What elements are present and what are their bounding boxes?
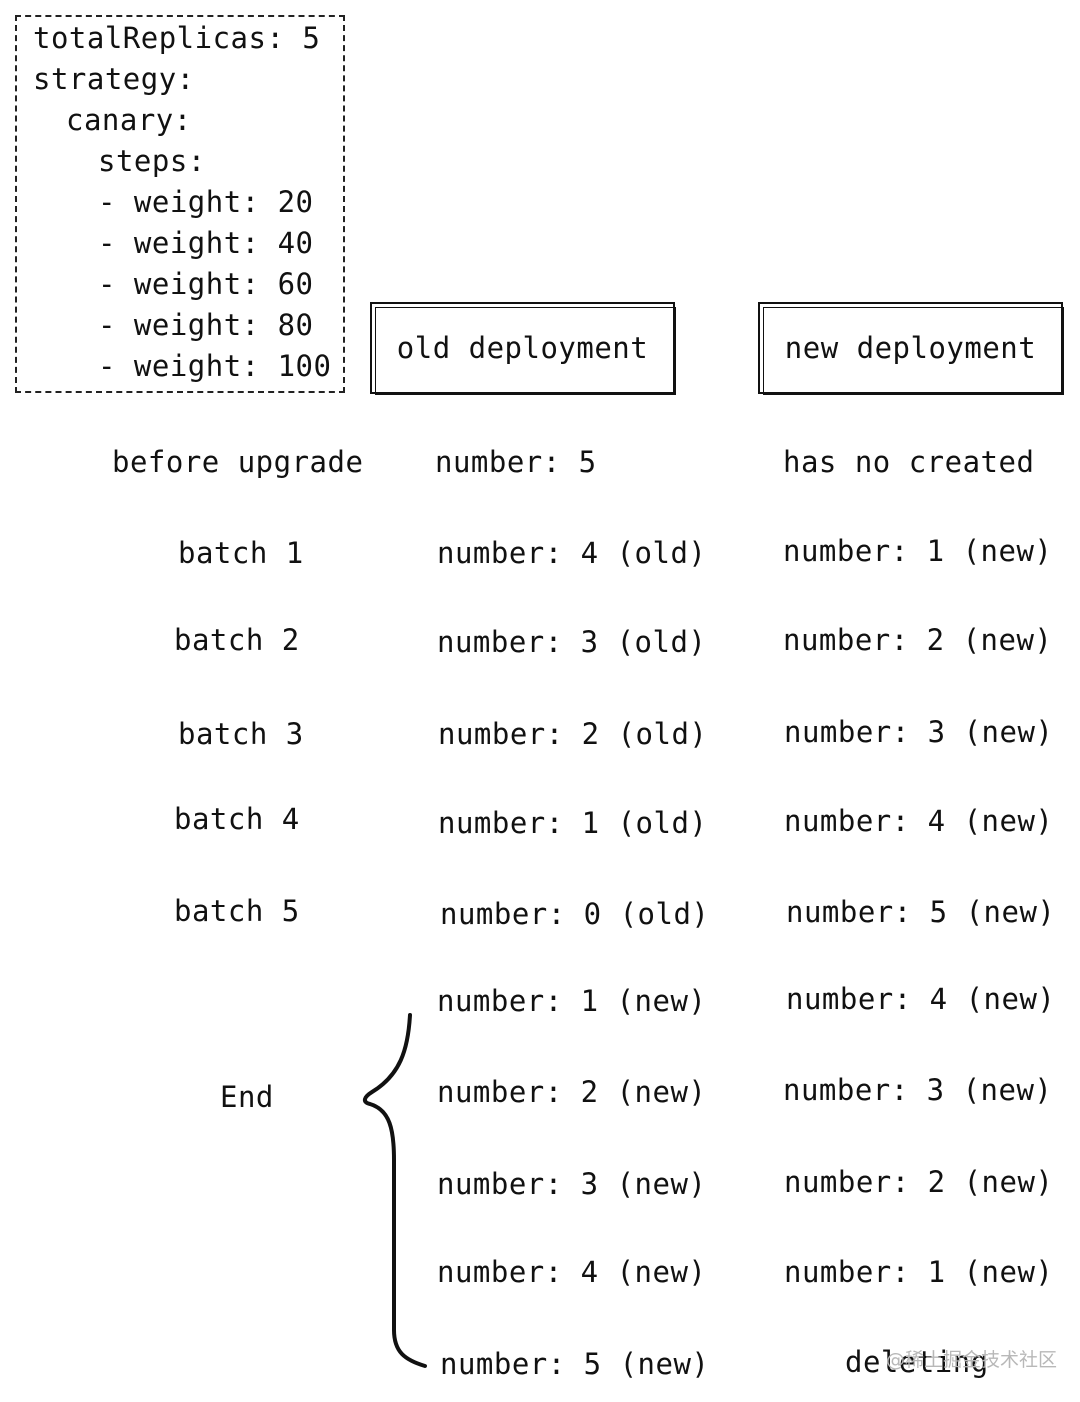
old-deployment-cell: number: 3 (old) (437, 625, 707, 659)
end-old-cell: number: 1 (new) (437, 984, 707, 1018)
new-deployment-header-label: new deployment (784, 331, 1037, 365)
new-deployment-cell: number: 3 (new) (784, 715, 1054, 749)
row-label-batch-4: batch 4 (174, 802, 300, 836)
end-new-cell: number: 1 (new) (784, 1255, 1054, 1289)
old-deployment-header-label: old deployment (396, 331, 649, 365)
new-deployment-header: new deployment (758, 302, 1064, 395)
watermark: @稀土掘金技术社区 (886, 1349, 1058, 1371)
new-deployment-cell: number: 5 (new) (786, 895, 1056, 929)
old-deployment-cell: number: 1 (old) (438, 806, 708, 840)
row-label-batch-2: batch 2 (174, 623, 300, 657)
config-step-weight: - weight: 100 (98, 349, 332, 383)
config-canary: canary: (66, 103, 192, 137)
new-deployment-cell: number: 2 (new) (783, 623, 1053, 657)
row-label-batch-3: batch 3 (178, 717, 304, 751)
old-deployment-header: old deployment (370, 302, 676, 395)
end-new-cell: number: 2 (new) (784, 1165, 1054, 1199)
config-step-weight: - weight: 40 (98, 226, 314, 260)
row-label-before-upgrade: before upgrade (112, 445, 364, 479)
new-deployment-cell: has no created (783, 445, 1035, 479)
new-deployment-cell: number: 1 (new) (783, 534, 1053, 568)
old-deployment-cell: number: 4 (old) (437, 536, 707, 570)
config-step-weight: - weight: 60 (98, 267, 314, 301)
end-old-cell: number: 5 (new) (440, 1347, 710, 1381)
config-steps: steps: (98, 144, 206, 178)
row-label-end: End (220, 1080, 274, 1114)
config-step-weight: - weight: 80 (98, 308, 314, 342)
row-label-batch-1: batch 1 (178, 536, 304, 570)
row-label-batch-5: batch 5 (174, 894, 300, 928)
old-deployment-cell: number: 2 (old) (438, 717, 708, 751)
end-old-cell: number: 2 (new) (437, 1075, 707, 1109)
end-new-cell-deleting: deleting (845, 1345, 989, 1379)
old-deployment-cell: number: 0 (old) (440, 897, 710, 931)
config-step-weight: - weight: 20 (98, 185, 314, 219)
end-old-cell: number: 3 (new) (437, 1167, 707, 1201)
config-total-replicas: totalReplicas: 5 (33, 21, 321, 55)
end-new-cell: number: 4 (new) (786, 982, 1056, 1016)
end-old-cell: number: 4 (new) (437, 1255, 707, 1289)
strategy-config-box (15, 15, 345, 393)
end-new-cell: number: 3 (new) (783, 1073, 1053, 1107)
config-strategy: strategy: (33, 62, 195, 96)
new-deployment-cell: number: 4 (new) (784, 804, 1054, 838)
old-deployment-cell: number: 5 (435, 445, 597, 479)
